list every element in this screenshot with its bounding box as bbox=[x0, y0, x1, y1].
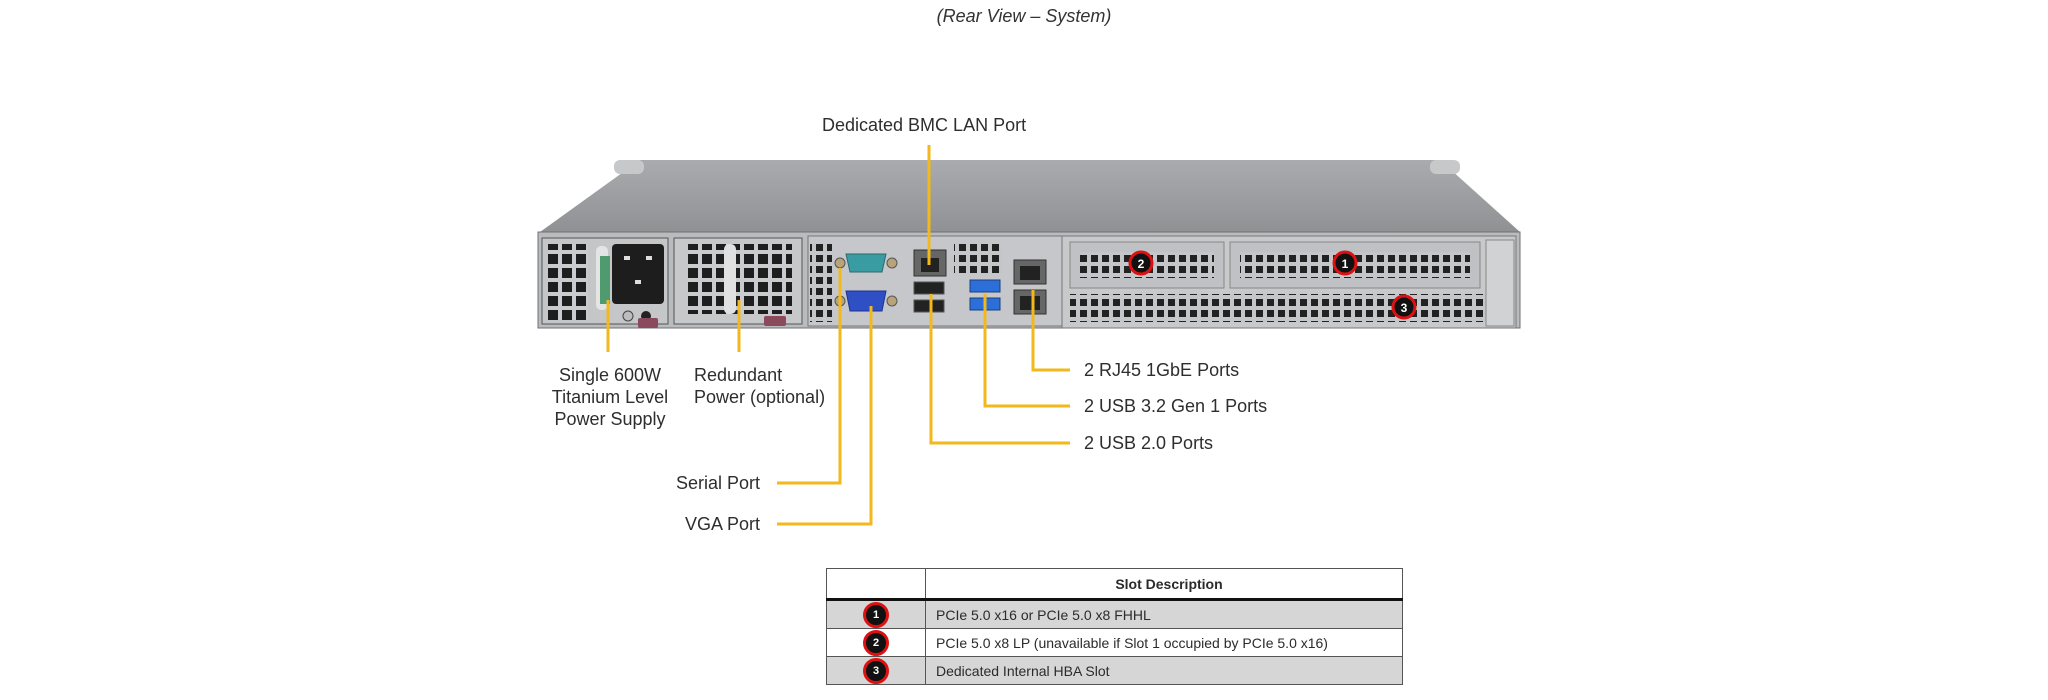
callout-line-vga bbox=[777, 306, 873, 526]
label-power-supply: Single 600W Titanium Level Power Supply bbox=[551, 365, 669, 429]
usb3-port-icon bbox=[969, 279, 1001, 293]
table-row: 2 PCIe 5.0 x8 LP (unavailable if Slot 1 … bbox=[826, 628, 1403, 657]
slot-description-table: Slot Description 1 PCIe 5.0 x16 or PCIe … bbox=[826, 568, 1403, 685]
label-serial-port: Serial Port bbox=[676, 473, 761, 493]
chassis-top bbox=[540, 160, 1520, 232]
table-header-empty bbox=[826, 568, 926, 601]
table-row: 3 Dedicated Internal HBA Slot bbox=[826, 656, 1403, 685]
svg-text:3: 3 bbox=[1401, 301, 1408, 315]
psu-latch[interactable] bbox=[638, 318, 658, 328]
power-supply-1 bbox=[541, 237, 669, 328]
table-header-row: Slot Description bbox=[826, 568, 1403, 601]
serial-port-icon bbox=[834, 253, 898, 273]
slot-marker-2: 2 bbox=[1128, 250, 1154, 276]
table-header-slot-description: Slot Description bbox=[925, 568, 1403, 601]
label-usb20: 2 USB 2.0 Ports bbox=[1084, 433, 1214, 453]
pcie-area bbox=[1061, 235, 1517, 329]
rack-handle-left bbox=[614, 160, 644, 174]
pcie-slot-3-area bbox=[1070, 294, 1490, 322]
slot-badge-icon: 1 bbox=[863, 601, 889, 628]
callout-line-rj45 bbox=[1031, 290, 1070, 372]
callout-line-usb20 bbox=[929, 294, 1070, 445]
slot-description: PCIe 5.0 x8 LP (unavailable if Slot 1 oc… bbox=[925, 628, 1403, 657]
psu-status-led-icon bbox=[600, 256, 610, 304]
slot-marker-1: 1 bbox=[1332, 250, 1358, 276]
slot-description: Dedicated Internal HBA Slot bbox=[925, 656, 1403, 685]
callout-line-usb32 bbox=[983, 294, 1070, 408]
label-bmc-lan: Dedicated BMC LAN Port bbox=[822, 115, 1027, 135]
rack-handle-right bbox=[1430, 160, 1460, 174]
table-row: 1 PCIe 5.0 x16 or PCIe 5.0 x8 FHHL bbox=[826, 599, 1403, 629]
svg-text:1: 1 bbox=[1342, 257, 1349, 271]
label-vga-port: VGA Port bbox=[685, 514, 761, 534]
slot-badge-icon: 2 bbox=[863, 629, 889, 656]
psu-blank-handle bbox=[724, 244, 736, 314]
slot-description: PCIe 5.0 x16 or PCIe 5.0 x8 FHHL bbox=[925, 599, 1403, 629]
slot-badge-icon: 3 bbox=[863, 657, 889, 684]
label-redundant-power: Redundant Power (optional) bbox=[694, 365, 826, 407]
figure-caption: (Rear View – System) bbox=[936, 6, 1112, 26]
io-panel bbox=[807, 235, 1063, 327]
power-supply-2-bay bbox=[673, 237, 803, 326]
power-inlet-icon bbox=[612, 244, 664, 304]
slot-marker-3: 3 bbox=[1391, 294, 1417, 320]
label-rj45: 2 RJ45 1GbE Ports bbox=[1084, 360, 1240, 380]
psu-blank-latch[interactable] bbox=[764, 316, 786, 326]
usb2-port-icon bbox=[913, 281, 945, 295]
usb2-port-icon bbox=[913, 299, 945, 313]
vga-port-icon bbox=[834, 290, 898, 312]
svg-text:2: 2 bbox=[1138, 257, 1145, 271]
callout-line-serial bbox=[777, 268, 842, 485]
label-usb32: 2 USB 3.2 Gen 1 Ports bbox=[1084, 396, 1268, 416]
